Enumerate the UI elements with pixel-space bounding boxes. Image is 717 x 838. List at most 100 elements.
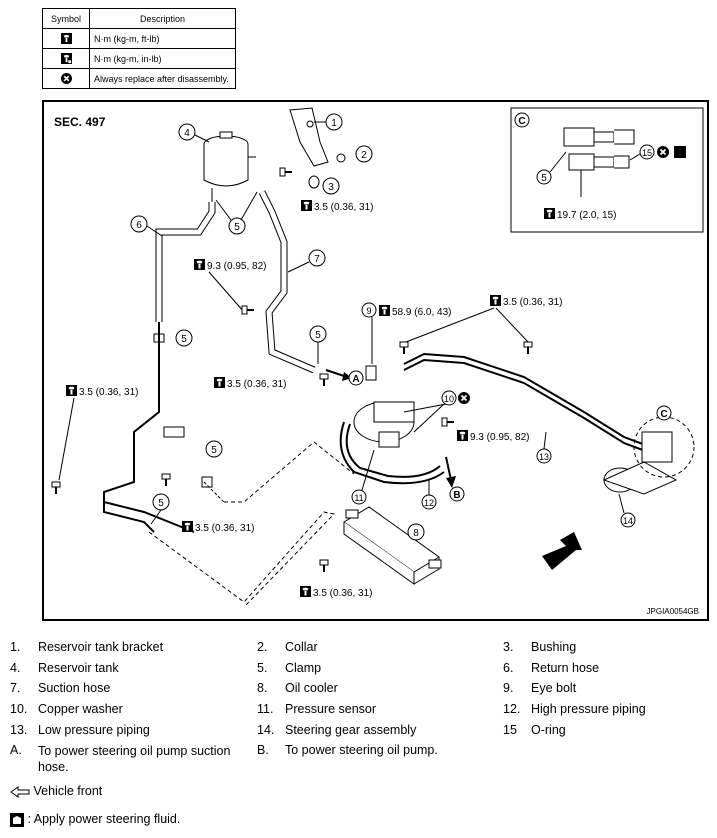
parts-row: 1.Reservoir tank bracket 2.Collar 3.Bush…: [10, 640, 710, 658]
power-steering-fluid-icon: [10, 812, 24, 827]
torque-suction-clamp: 9.3 (0.95, 82): [207, 261, 266, 272]
torque-icon-detail: [544, 208, 555, 219]
return-piping: [103, 322, 160, 533]
part-name: To power steering oil pump.: [285, 743, 438, 757]
callout-5-e: 5: [158, 498, 164, 509]
fluid-text: : Apply power steering fluid.: [27, 812, 181, 826]
part-number: 9.: [503, 681, 514, 695]
parts-row: 7.Suction hose 8.Oil cooler 9.Eye bolt: [10, 681, 710, 699]
callout-7: 7: [314, 254, 320, 265]
callout-3: 3: [328, 182, 334, 193]
torque-oil-cooler: 3.5 (0.36, 31): [313, 588, 372, 599]
part-number: B.: [257, 743, 269, 757]
callout-5-b: 5: [181, 334, 187, 345]
part-number: 7.: [10, 681, 21, 695]
torque-icon-upper-right: [490, 295, 501, 306]
torque-icon-suction: [194, 259, 205, 270]
callout-5-detail: 5: [541, 173, 547, 184]
callout-5-c: 5: [315, 330, 321, 341]
callout-14: 14: [623, 516, 633, 526]
callout-10: 10: [444, 394, 454, 404]
reservoir-tank: [203, 131, 256, 202]
legend-desc-1: N·m (kg-m, ft-lb): [89, 28, 236, 49]
torque-icon-right: [457, 430, 468, 441]
torque-left-clamp: 3.5 (0.36, 31): [79, 387, 138, 398]
label-a: A: [352, 374, 359, 385]
callout-11: 11: [354, 493, 363, 503]
bushing: [308, 175, 320, 189]
section-label: SEC. 497: [54, 115, 106, 129]
torque-center-bracket: 3.5 (0.36, 31): [227, 379, 286, 390]
torque-bracket: 3.5 (0.36, 31): [314, 202, 373, 213]
detail-c-badge: [514, 112, 530, 128]
callout-2: 2: [361, 150, 367, 161]
parts-row: 10.Copper washer 11.Pressure sensor 12.H…: [10, 702, 710, 720]
symbol-legend-table: Symbol Description N·m (kg-m, ft-lb) N·m…: [42, 8, 236, 89]
part-name: Return hose: [531, 661, 600, 675]
replace-icon-15: [656, 145, 670, 159]
part-number: A.: [10, 743, 22, 757]
part-name: Pressure sensor: [285, 702, 377, 716]
torque-icon-center: [214, 377, 225, 388]
label-b: B: [453, 490, 460, 501]
torque-icon-left: [66, 385, 77, 396]
part-name: Bushing: [531, 640, 577, 654]
torque-eye-bolt: 58.9 (6.0, 43): [392, 307, 451, 318]
replace-icon-10: [457, 391, 471, 405]
part-number: 5.: [257, 661, 268, 675]
part-number: 1.: [10, 640, 21, 654]
part-number: 12.: [503, 702, 521, 716]
parts-row: A. To power steering oil pump suction hos…: [10, 743, 710, 774]
part-number: 2.: [257, 640, 268, 654]
part-name: Collar: [285, 640, 318, 654]
torque-lower-clamp: 3.5 (0.36, 31): [195, 523, 254, 534]
part-name: Clamp: [285, 661, 322, 675]
fluid-icon: [674, 146, 686, 158]
eye-bolt: [365, 365, 377, 381]
part-number: 6.: [503, 661, 514, 675]
steering-joint: [353, 401, 415, 448]
part-number: 10.: [10, 702, 28, 716]
part-name: Suction hose: [38, 681, 111, 695]
torque-detail-c: 19.7 (2.0, 15): [557, 210, 616, 221]
part-number: 8.: [257, 681, 268, 695]
collar: [336, 153, 346, 163]
detail-c-fittings: [563, 127, 635, 197]
legend-desc-3: Always replace after disassembly.: [89, 68, 236, 89]
parts-row: 13.Low pressure piping 14.Steering gear …: [10, 723, 710, 741]
part-number: 14.: [257, 723, 275, 737]
part-name: High pressure piping: [531, 702, 646, 716]
part-name: O-ring: [531, 723, 566, 737]
part-name: To power steering oil pump suction hose.: [38, 744, 231, 774]
callout-8: 8: [413, 528, 419, 539]
label-c: C: [660, 409, 667, 420]
torque-icon-lower: [182, 521, 193, 532]
legend-desc-2: N·m (kg-m, in-lb): [89, 48, 236, 69]
part-number: 13.: [10, 723, 28, 737]
torque-icon-cooler: [300, 586, 311, 597]
legend-header-description: Description: [89, 8, 236, 29]
fluid-note: : Apply power steering fluid.: [10, 812, 180, 827]
torque-wrench-icon: [42, 28, 90, 49]
part-name: Reservoir tank: [38, 661, 119, 675]
detail-c-label: C: [518, 116, 525, 127]
torque-icon-bracket: [301, 200, 312, 211]
steering-gear-assembly: [602, 431, 678, 495]
part-number: 4.: [10, 661, 21, 675]
part-name: Reservoir tank bracket: [38, 640, 164, 654]
torque-right-clamp: 9.3 (0.95, 82): [470, 432, 529, 443]
vehicle-front-icon: [10, 785, 30, 798]
callout-6: 6: [136, 220, 142, 231]
callout-15: 15: [642, 148, 652, 158]
vehicle-front-note: Vehicle front: [10, 784, 102, 798]
callout-1: 1: [331, 118, 337, 129]
oil-cooler: [343, 506, 442, 585]
left-clamp: [163, 426, 185, 438]
torque-wrench-inlb-icon: [42, 48, 90, 69]
parts-row: 4. Reservoir tank 5. Clamp 6. Return hose: [10, 661, 710, 679]
part-name: Low pressure piping: [38, 723, 150, 737]
diagram-code: JPGIA0054GB: [647, 607, 699, 616]
vehicle-front-arrow-icon: [542, 532, 582, 570]
callout-5-d: 5: [211, 445, 217, 456]
callout-5-a: 5: [234, 222, 240, 233]
